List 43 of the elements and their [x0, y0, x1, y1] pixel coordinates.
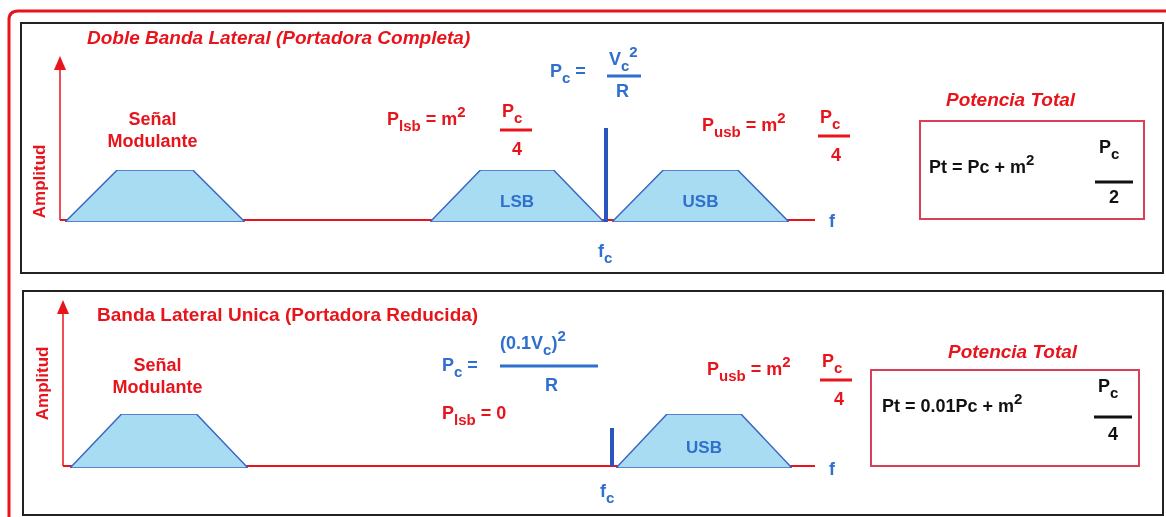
fraction-denominator: 4 [1108, 425, 1118, 445]
fraction-numerator: P$_{c}$ [822, 352, 843, 377]
axis-label: f [829, 212, 835, 232]
fraction-denominator: 4 [834, 390, 844, 410]
band-label: LSB [499, 192, 535, 212]
signal-label: Señal Modulante [111, 355, 204, 399]
fraction-denominator: 4 [831, 146, 841, 166]
axis-title: Amplitud [34, 346, 54, 421]
fraction-numerator: P$_{c}$ [1099, 138, 1120, 163]
band-label: USB [681, 192, 720, 212]
fraction-denominator: R [616, 82, 629, 102]
spectrum-band [430, 170, 604, 222]
formula-text: P$_{c}$ = [442, 356, 478, 381]
formula-text: P$_{usb}$ = m$^{2}$ [707, 354, 791, 385]
fraction-denominator: 2 [1109, 188, 1119, 208]
axis-label: f [829, 460, 835, 480]
formula-text: P$_{usb}$ = m$^{2}$ [702, 110, 786, 141]
panel [20, 22, 1164, 274]
spectrum-band [70, 414, 248, 468]
fraction-numerator: (0.1V$_{c}$)$^{2}$ [500, 328, 566, 359]
spectrum-band [616, 414, 792, 468]
formula-text: Pt = Pc + m$^{2}$ [929, 152, 1035, 178]
band-label: USB [685, 438, 723, 458]
axis-title: Amplitud [31, 144, 51, 219]
signal-label: Señal Modulante [106, 109, 199, 153]
spectrum-band [65, 170, 245, 222]
fraction-numerator: P$_{c}$ [1098, 377, 1119, 402]
box-heading: Potencia Total [948, 342, 1078, 363]
panel [22, 290, 1164, 516]
axis-label: f$_{c}$ [600, 482, 615, 507]
panel-title: Doble Banda Lateral (Portadora Completa) [87, 27, 471, 49]
formula-text: P$_{c}$ = [550, 62, 586, 87]
fraction-numerator: P$_{c}$ [820, 108, 841, 133]
formula-text: Pt = 0.01Pc + m$^{2}$ [882, 391, 1023, 417]
axis-label: f$_{c}$ [598, 242, 613, 267]
fraction-denominator: 4 [512, 140, 522, 160]
spectrum-band [612, 170, 789, 222]
formula-text: P$_{lsb}$ = m$^{2}$ [387, 104, 466, 135]
fraction-denominator: R [545, 376, 558, 396]
box-heading: Potencia Total [946, 90, 1076, 111]
panel-title: Banda Lateral Unica (Portadora Reducida) [97, 304, 479, 326]
fraction-numerator: P$_{c}$ [502, 102, 523, 127]
formula-text: P$_{lsb}$ = 0 [442, 404, 507, 429]
